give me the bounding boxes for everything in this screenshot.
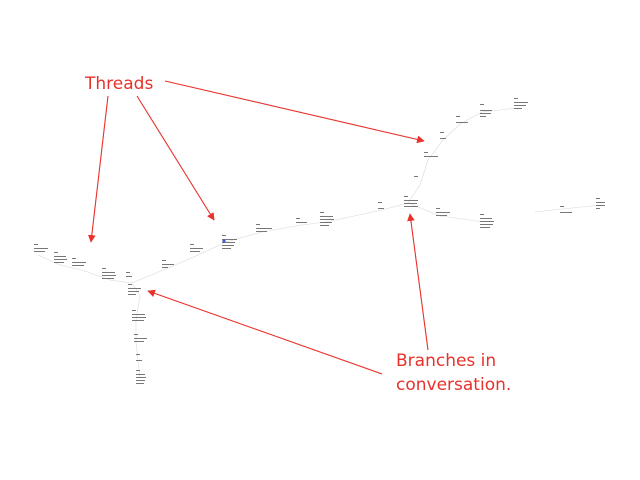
tree-edge [135,295,141,321]
message-node [596,198,605,209]
threads-arrow-right [164,80,425,144]
message-node [414,176,418,177]
message-node [190,244,203,252]
tree-edge [261,224,303,233]
threads-arrow-left [87,95,109,243]
branches-label-line2: conversation. [396,375,511,395]
message-node [54,252,67,263]
message-node [320,212,334,226]
message-node [222,235,237,249]
message-node [296,218,307,223]
tree-edge [381,202,409,211]
message-node [162,260,174,268]
message-node [560,206,572,213]
tree-edge [59,264,83,271]
tree-edge [225,231,263,243]
branches-arrow-lower [147,289,383,375]
message-node [72,258,86,266]
message-node [132,310,146,321]
message-node [256,224,272,232]
tree-edge [167,255,197,269]
message-node [378,202,384,209]
threads-arrow-middle [136,95,215,221]
tree-edge [135,341,139,361]
message-node [102,268,116,279]
tree-edge [419,159,429,186]
branches-arrow-upper [407,213,429,351]
message-node [456,116,468,123]
message-node [440,132,446,139]
tree-edge [439,215,485,223]
message-node [136,370,146,384]
tree-edge [407,202,441,217]
message-node [424,152,438,157]
tree-edge [131,267,169,284]
message-node [128,284,141,295]
message-node [480,214,494,228]
tree-edge [442,123,461,141]
tree-edges [37,107,601,379]
message-node [34,244,48,252]
message-nodes [34,98,605,384]
tree-edge [109,279,133,284]
tree-edge [481,107,519,113]
message-node [134,334,147,342]
branches-label-line1: Branches in [396,351,496,371]
message-node [480,104,492,117]
callout-arrows [87,80,429,375]
tree-edge [195,241,227,257]
threads-label: Threads [84,74,153,94]
tree-edge [137,359,141,379]
message-node [404,196,418,207]
message-node [436,208,450,216]
tree-edge [534,204,601,213]
message-node [136,354,142,361]
tree-edge [131,282,141,297]
tree-edge [325,209,383,223]
message-node [514,98,528,109]
selected-node-dot [222,239,226,243]
tree-edge [37,254,61,266]
message-node [126,272,132,277]
